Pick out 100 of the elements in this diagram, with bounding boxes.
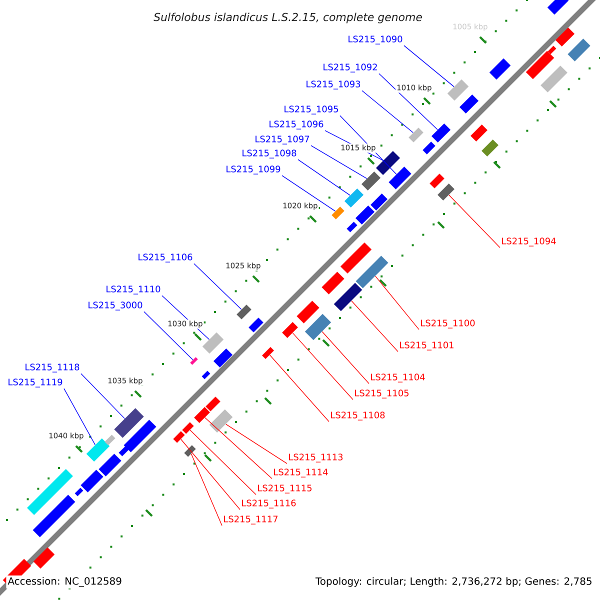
gene-box xyxy=(430,174,444,188)
gene-box xyxy=(356,256,388,288)
gene-label: LS215_1093 xyxy=(306,80,360,90)
gene-label: LS215_1116 xyxy=(242,500,296,508)
gene-box xyxy=(104,434,116,446)
gene-label: LS215_1115 xyxy=(258,484,312,494)
gene-box xyxy=(27,469,73,515)
gene-box xyxy=(431,123,451,143)
leader-line xyxy=(64,388,96,446)
gene-box xyxy=(568,38,590,62)
gene-box xyxy=(447,79,469,101)
gene-box xyxy=(32,494,76,538)
leader-line xyxy=(351,300,398,352)
gene-box xyxy=(114,408,144,438)
leader-line xyxy=(190,454,222,526)
gene-box xyxy=(482,140,498,156)
gene-box xyxy=(213,348,233,368)
gene-label: LS215_1096 xyxy=(270,120,324,130)
gene-box xyxy=(370,194,388,210)
gene-box xyxy=(118,446,130,456)
gene-label: LS215_1100 xyxy=(421,320,475,328)
gene-box xyxy=(190,357,198,365)
gene-box xyxy=(206,396,220,412)
gene-box xyxy=(173,431,185,443)
leader-line xyxy=(226,424,288,464)
gene-box xyxy=(344,188,364,208)
gene-box xyxy=(184,445,196,457)
gene-label: LS215_1090 xyxy=(348,36,402,44)
leader-line xyxy=(282,175,336,212)
gene-box xyxy=(262,347,274,360)
leader-line xyxy=(204,417,272,479)
title: Sulfolobus islandicus L.S.2.15, complete genome xyxy=(154,12,422,24)
gene-box xyxy=(388,166,412,190)
gene-box xyxy=(282,322,298,338)
gene-label: LS215_1119 xyxy=(8,378,62,388)
gene-label: LS215_1097 xyxy=(256,136,310,144)
leader-line xyxy=(322,331,370,384)
gene-label: LS215_1098 xyxy=(242,150,296,158)
gene-label: LS215_1099 xyxy=(226,166,280,174)
gene-label: LS215_1113 xyxy=(289,454,343,462)
gene-box xyxy=(548,46,556,54)
gene-box xyxy=(459,94,479,114)
gene-box xyxy=(422,142,436,154)
gene-box xyxy=(33,547,55,569)
gene-box xyxy=(340,242,372,274)
gene-box xyxy=(236,304,252,320)
gene-label: LS215_1106 xyxy=(138,254,192,262)
gene-label: LS215_1117 xyxy=(224,516,278,524)
gene-label: LS215_3000 xyxy=(88,302,142,310)
gene-label: LS215_1114 xyxy=(274,468,328,478)
gene-box xyxy=(547,0,569,15)
gene-box xyxy=(540,66,568,92)
leader-line xyxy=(180,438,240,510)
gene-label: LS215_1110 xyxy=(106,286,160,294)
gene-box xyxy=(296,300,320,324)
gene-label: LS215_1094 xyxy=(502,238,556,246)
genome-summary-text: Topology: circular; Length: 2,736,272 bp; Genes: 2,785 xyxy=(314,576,594,588)
gene-box xyxy=(376,150,400,176)
gene-box xyxy=(355,205,375,225)
leader-line xyxy=(298,159,350,196)
gene-box xyxy=(346,222,358,232)
leader-line xyxy=(269,354,330,422)
gene-label: LS215_1101 xyxy=(400,342,454,350)
gene-box xyxy=(74,488,84,496)
gene-box xyxy=(322,272,344,294)
gene-box xyxy=(182,422,194,434)
leader-line xyxy=(310,145,368,179)
gene-box xyxy=(470,124,488,142)
leader-line xyxy=(362,90,414,133)
gene-label: LS215_1118 xyxy=(26,364,80,372)
gene-label: LS215_1092 xyxy=(324,64,377,72)
gene-box xyxy=(202,332,224,354)
gene-label: LS215_1095 xyxy=(284,106,338,114)
gene-box xyxy=(248,318,264,332)
accession-text: Accession: NC_012589 xyxy=(6,576,124,588)
gene-box xyxy=(334,282,362,312)
leader-line xyxy=(144,311,194,360)
gene-box xyxy=(98,454,122,476)
gene-box xyxy=(86,438,110,462)
gene-box xyxy=(361,171,381,191)
leader-line xyxy=(194,263,242,310)
leader-line xyxy=(374,276,420,330)
gene-box xyxy=(80,470,104,492)
gene-box xyxy=(526,50,554,80)
gene-box xyxy=(202,370,210,380)
gene-label: LS215_1104 xyxy=(371,374,425,382)
gene-label: LS215_1105 xyxy=(355,390,409,398)
gene-box xyxy=(209,409,233,433)
gene-box xyxy=(408,128,424,142)
gene-box xyxy=(555,27,575,47)
gene-box xyxy=(489,58,511,80)
leader-line xyxy=(292,332,354,400)
gene-box xyxy=(332,206,344,220)
leader-line xyxy=(80,373,126,419)
gene-box xyxy=(124,420,156,452)
gene-box xyxy=(194,407,210,423)
gene-box xyxy=(438,184,454,200)
leader-line xyxy=(378,73,438,130)
gene-box xyxy=(304,314,332,340)
leader-line xyxy=(190,430,256,495)
